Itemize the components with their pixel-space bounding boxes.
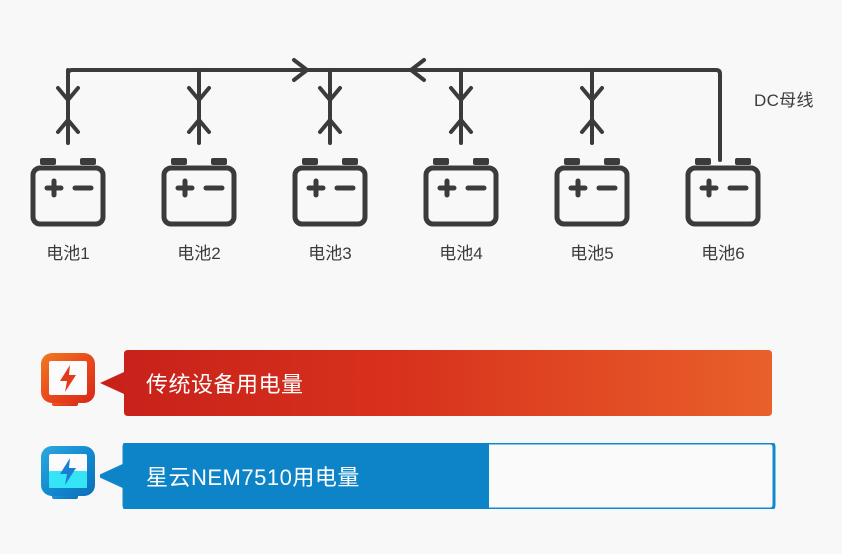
battery-icon-2 xyxy=(161,158,237,227)
monitor-bolt-red-icon xyxy=(41,353,95,406)
dc-bus-label: DC母线 xyxy=(754,91,814,110)
traditional-bar-shape xyxy=(100,350,772,416)
battery-label-1: 电池1 xyxy=(46,244,90,263)
battery-icon-6 xyxy=(685,158,761,227)
bus-arrow-right-icon xyxy=(292,58,309,82)
battery-label-2: 电池2 xyxy=(177,244,221,263)
battery-bus-schematic: DC母线 电池1 电池2 电池3 电池4 电池5 电池6 xyxy=(30,58,814,263)
battery-icon-3 xyxy=(292,158,368,227)
dc-bus-line xyxy=(66,68,722,162)
nebula-bar-fill xyxy=(100,443,489,509)
battery-icon-4 xyxy=(423,158,499,227)
schematic-svg xyxy=(30,58,761,227)
bus-arrow-left-icon xyxy=(409,58,426,82)
monitor-bolt-blue-icon xyxy=(41,446,95,499)
comparison-row-traditional: 传统设备用电量 xyxy=(0,348,842,416)
battery-icon-1 xyxy=(30,158,106,227)
nebula-bar-shape xyxy=(100,443,776,509)
battery-icon-5 xyxy=(554,158,630,227)
battery-label-6: 电池6 xyxy=(701,244,745,263)
battery-label-5: 电池5 xyxy=(570,244,614,263)
battery-label-4: 电池4 xyxy=(439,244,483,263)
battery-branch-lines xyxy=(56,68,604,145)
traditional-bar: 传统设备用电量 xyxy=(100,350,800,416)
comparison-row-nebula: 星云NEM7510用电量 xyxy=(0,441,842,509)
nebula-bar: 星云NEM7510用电量 xyxy=(100,443,800,509)
battery-label-3: 电池3 xyxy=(308,244,352,263)
